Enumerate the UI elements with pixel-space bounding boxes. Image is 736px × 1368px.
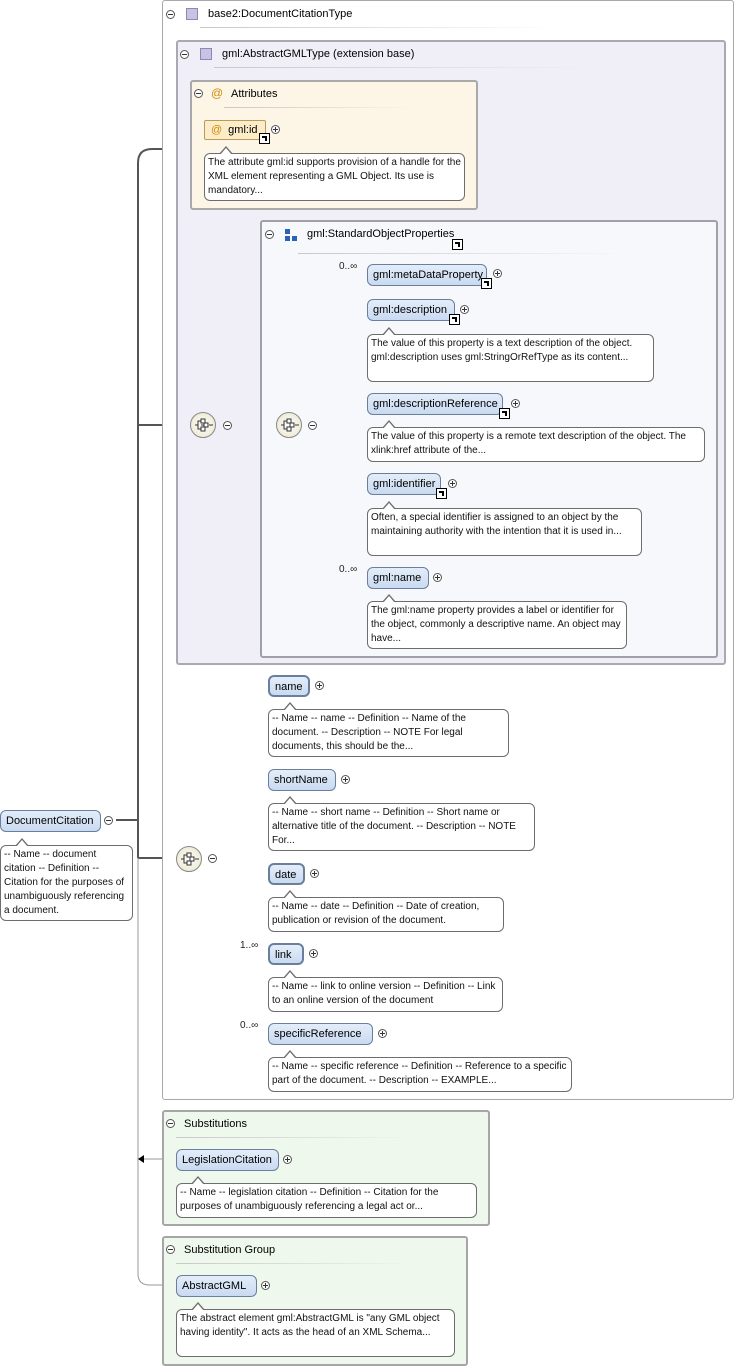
expand-element-button[interactable] <box>460 305 469 314</box>
substitution-note: -- Name -- legislation citation -- Defin… <box>176 1176 477 1218</box>
element-abstractgml[interactable]: AbstractGML <box>176 1275 257 1297</box>
element-name[interactable]: name <box>268 675 310 697</box>
external-link-icon[interactable] <box>499 408 510 419</box>
external-link-icon[interactable] <box>481 278 492 289</box>
collapse-substitution-group-button[interactable] <box>166 1245 175 1254</box>
type-title: base2:DocumentCitationType <box>208 8 353 20</box>
occurrence-label: 0..∞ <box>339 261 358 272</box>
element-gml-metadataproperty[interactable]: gml:metaDataProperty <box>367 264 487 286</box>
extension-title-divider <box>214 67 594 68</box>
sequence-compositor-icon[interactable] <box>190 412 216 438</box>
std-props-link-icon[interactable] <box>452 239 463 250</box>
expand-element-button[interactable] <box>309 949 318 958</box>
element-gml-descriptionreference[interactable]: gml:descriptionReference <box>367 393 503 415</box>
collapse-attributes-button[interactable] <box>194 89 203 98</box>
collapse-sequence-button[interactable] <box>223 421 232 430</box>
attribute-gml-id[interactable]: @ gml:id <box>204 120 266 140</box>
attribute-label: gml:id <box>228 124 258 136</box>
attribute-note: The attribute gml:id supports provision … <box>204 146 465 201</box>
expand-element-button[interactable] <box>341 775 350 784</box>
element-note: The gml:name property provides a label o… <box>367 594 627 649</box>
extension-type-icon <box>200 48 212 60</box>
element-specificreference[interactable]: specificReference <box>268 1023 373 1045</box>
substitution-group-note: The abstract element gml:AbstractGML is … <box>176 1302 455 1357</box>
element-note: -- Name -- specific reference -- Definit… <box>268 1050 572 1092</box>
element-note: -- Name -- short name -- Definition -- S… <box>268 796 535 851</box>
expand-element-button[interactable] <box>493 269 502 278</box>
element-date[interactable]: date <box>268 863 305 885</box>
expand-attribute-button[interactable] <box>271 125 280 134</box>
local-sequence-compositor-icon[interactable] <box>176 846 202 872</box>
element-link[interactable]: link <box>268 943 304 965</box>
expand-element-button[interactable] <box>448 479 457 488</box>
attributes-title-divider <box>224 107 414 108</box>
element-note: The value of this property is a text des… <box>367 327 654 382</box>
expand-element-button[interactable] <box>511 399 520 408</box>
collapse-std-props-button[interactable] <box>265 230 274 239</box>
group-icon <box>285 229 299 243</box>
element-gml-name[interactable]: gml:name <box>367 567 429 589</box>
collapse-std-props-sequence-button[interactable] <box>308 421 317 430</box>
occurrence-label: 1..∞ <box>240 940 259 951</box>
collapse-type-button[interactable] <box>166 10 175 19</box>
std-props-compositor-icon[interactable] <box>276 412 302 438</box>
element-note: -- Name -- link to online version -- Def… <box>268 970 503 1012</box>
at-icon: @ <box>211 86 224 100</box>
substitution-group-divider <box>176 1263 412 1264</box>
type-title-divider <box>200 27 560 28</box>
occurrence-label: 0..∞ <box>240 1020 259 1031</box>
std-props-title: gml:StandardObjectProperties <box>307 228 455 240</box>
expand-element-button[interactable] <box>433 573 442 582</box>
collapse-local-sequence-button[interactable] <box>208 854 217 863</box>
collapse-extension-button[interactable] <box>180 50 189 59</box>
occurrence-label: 0..∞ <box>339 564 358 575</box>
element-gml-identifier[interactable]: gml:identifier <box>367 473 441 495</box>
element-gml-description[interactable]: gml:description <box>367 299 455 321</box>
attributes-title: Attributes <box>231 88 278 100</box>
element-shortname[interactable]: shortName <box>268 769 336 791</box>
collapse-root-button[interactable] <box>104 816 113 825</box>
attribute-at-icon: @ <box>211 124 223 136</box>
element-note: Often, a special identifier is assigned … <box>367 501 642 556</box>
collapse-substitutions-button[interactable] <box>166 1119 175 1128</box>
expand-element-button[interactable] <box>310 869 319 878</box>
element-note: -- Name -- name -- Definition -- Name of… <box>268 702 509 757</box>
root-note: -- Name -- document citation -- Definiti… <box>0 838 133 921</box>
element-note: The value of this property is a remote t… <box>367 420 705 462</box>
complex-type-icon <box>186 8 198 20</box>
expand-element-button[interactable] <box>315 681 324 690</box>
expand-element-button[interactable] <box>283 1155 292 1164</box>
element-legislationcitation[interactable]: LegislationCitation <box>176 1149 279 1171</box>
expand-element-button[interactable] <box>378 1029 387 1038</box>
extension-title: gml:AbstractGMLType (extension base) <box>222 48 415 60</box>
external-link-icon[interactable] <box>259 133 270 144</box>
external-link-icon[interactable] <box>449 314 460 325</box>
external-link-icon[interactable] <box>436 488 447 499</box>
expand-element-button[interactable] <box>261 1281 270 1290</box>
root-element-documentcitation[interactable]: DocumentCitation <box>0 810 101 832</box>
substitution-group-title: Substitution Group <box>184 1244 276 1256</box>
std-props-divider <box>298 253 628 254</box>
substitutions-title: Substitutions <box>184 1118 247 1130</box>
substitutions-divider <box>176 1137 412 1138</box>
element-note: -- Name -- date -- Definition -- Date of… <box>268 890 504 932</box>
